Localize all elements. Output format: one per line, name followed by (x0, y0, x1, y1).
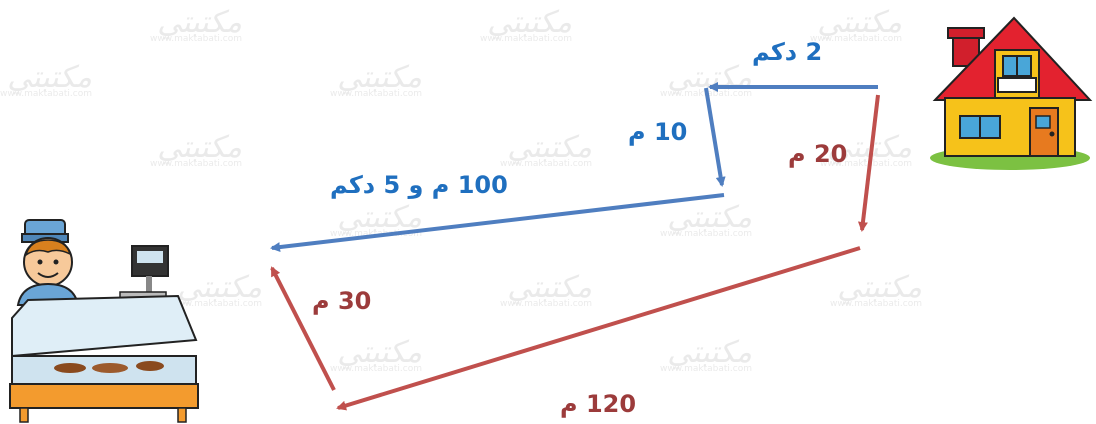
butcher-icon (9, 219, 199, 423)
house-icon (930, 16, 1093, 170)
label-red-120m: 120 م (560, 390, 637, 418)
label-blue-10m: 10 م (628, 118, 688, 146)
label-blue-100m-5dkm: 100 م و 5 دكم (330, 171, 508, 199)
label-red-20m: 20 م (788, 140, 848, 168)
blue-path-segment-2 (704, 87, 726, 187)
label-red-30m: 30 م (312, 287, 372, 315)
red-path-segment-1 (857, 94, 880, 232)
red-path-segment-3 (270, 266, 336, 391)
blue-path-segment-3 (270, 193, 725, 253)
red-path-segment-2 (336, 246, 861, 411)
label-blue-2dkm: 2 دكم (752, 38, 823, 66)
